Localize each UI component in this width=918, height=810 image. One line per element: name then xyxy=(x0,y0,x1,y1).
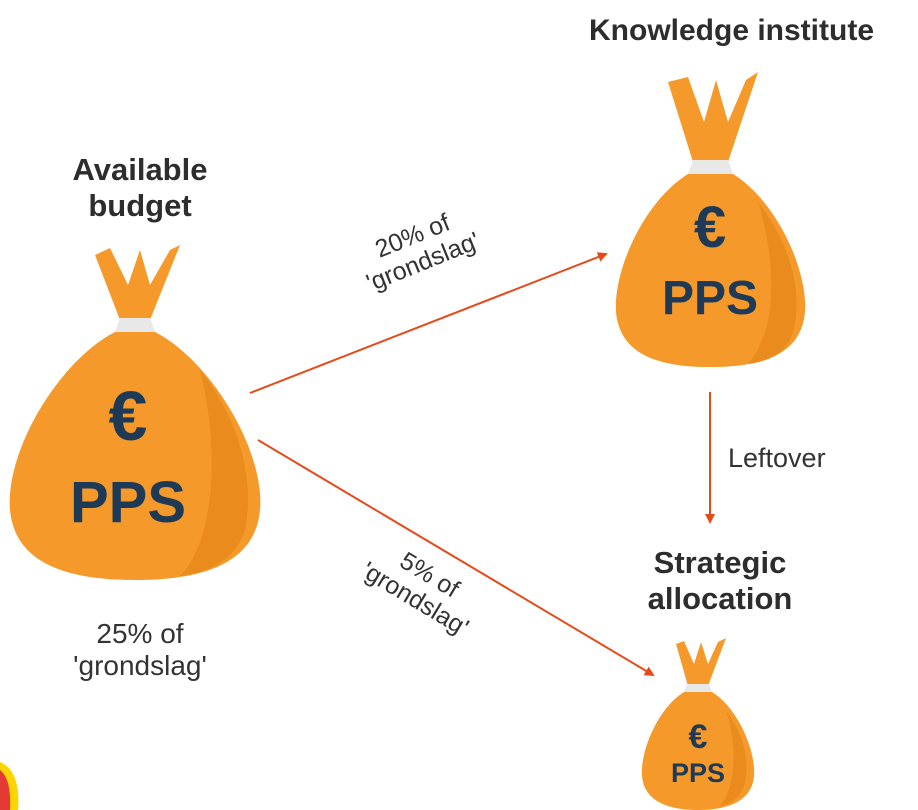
strategic-pps-text: PPS xyxy=(671,758,725,788)
knowledge-institute-title: Knowledge institute xyxy=(589,14,874,47)
strategic-allocation-bag: € PPS xyxy=(641,638,755,810)
arrow-to-strategic xyxy=(257,439,655,677)
strategic-euro-symbol: € xyxy=(689,718,708,756)
available-pps-text: PPS xyxy=(70,470,186,535)
strategic-allocation-title: Strategic allocation xyxy=(620,545,820,616)
leftover-label: Leftover xyxy=(728,443,826,473)
available-caption-line2: 'grondslag' xyxy=(73,650,207,682)
knowledge-institute-bag: € PPS xyxy=(615,72,806,367)
available-budget-title-text: Available budget xyxy=(72,152,208,223)
available-euro-symbol: € xyxy=(109,377,148,455)
knowledge-pps-text: PPS xyxy=(662,272,758,325)
arrow-to-knowledge xyxy=(249,252,608,394)
strategic-title-line2: allocation xyxy=(647,580,793,616)
knowledge-euro-symbol: € xyxy=(694,195,726,260)
available-budget-title: Available budget xyxy=(40,152,240,223)
corner-badge xyxy=(0,762,19,810)
strategic-title-line1: Strategic xyxy=(653,545,787,580)
available-caption: 25% of 'grondslag' xyxy=(35,618,245,682)
available-caption-line1: 25% of xyxy=(96,618,184,649)
available-budget-bag: € PPS xyxy=(9,245,261,580)
